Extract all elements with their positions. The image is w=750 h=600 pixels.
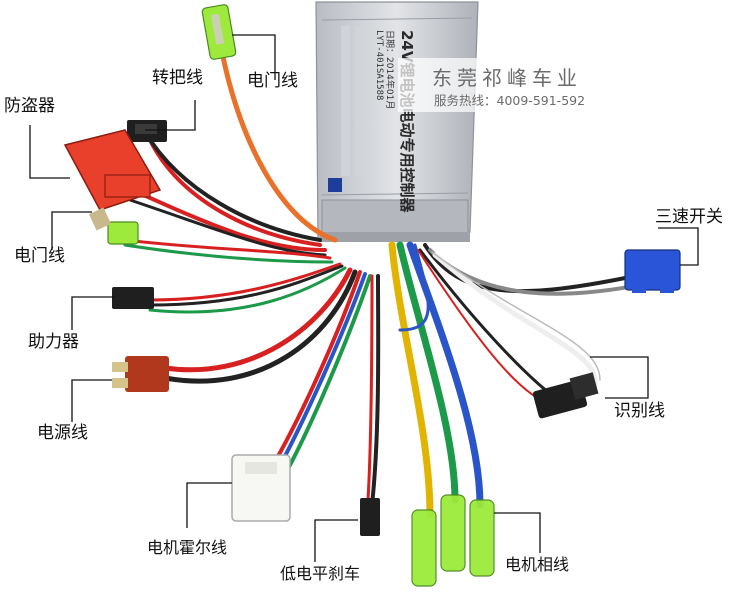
handlebar-connector bbox=[127, 120, 167, 142]
callout-phase-wire bbox=[494, 512, 541, 553]
watermark-company: 东莞祁峰车业 bbox=[432, 66, 582, 90]
callout-identify bbox=[590, 356, 649, 399]
callout-power-cable bbox=[71, 379, 112, 422]
throttle-connector-left bbox=[88, 207, 139, 245]
label-phase-wire: 电机相线 bbox=[505, 555, 570, 574]
label-power-assist: 助力器 bbox=[28, 332, 79, 352]
phase-connectors bbox=[411, 494, 495, 587]
power-connector bbox=[112, 356, 169, 392]
callout-power-assist bbox=[71, 296, 115, 330]
watermark-backdrop bbox=[398, 58, 620, 112]
callout-lines bbox=[29, 34, 699, 562]
nameplate-date: 日期：2014年01月 bbox=[384, 30, 396, 109]
nameplate-model: LYT-401SA1588 bbox=[374, 30, 384, 100]
label-identify: 识别线 bbox=[614, 401, 665, 421]
callout-hall-sensor bbox=[186, 482, 232, 528]
brake-connector bbox=[360, 498, 380, 536]
power-assist-connector bbox=[112, 287, 154, 309]
callout-anti-theft bbox=[29, 125, 70, 179]
anti-theft-connector bbox=[63, 129, 162, 211]
watermark-phone: 服务热线：4009-591-592 bbox=[434, 93, 586, 108]
hall-sensor-connector bbox=[231, 454, 291, 522]
throttle-connector-top bbox=[201, 4, 237, 60]
label-low-brake: 低电平刹车 bbox=[280, 564, 361, 583]
label-hall-sensor: 电机霍尔线 bbox=[147, 538, 228, 557]
label-three-speed: 三速开关 bbox=[655, 207, 723, 227]
controller-casing: 24V锂电池电动专用控制器 LYT-401SA1588 日期：2014年01月 bbox=[315, 1, 479, 242]
callout-three-speed bbox=[658, 227, 699, 266]
callout-throttle-left bbox=[51, 211, 92, 250]
three-speed-connector bbox=[624, 249, 681, 293]
callout-handlebar bbox=[145, 100, 196, 131]
label-throttle-left: 电门线 bbox=[14, 246, 65, 266]
callout-low-brake bbox=[314, 519, 358, 562]
label-throttle-top: 电门线 bbox=[247, 71, 298, 91]
label-anti-theft: 防盗器 bbox=[4, 96, 55, 116]
label-handlebar: 转把线 bbox=[152, 68, 203, 88]
identify-connector bbox=[532, 372, 599, 419]
label-power-cable: 电源线 bbox=[37, 423, 88, 443]
callout-throttle-top bbox=[232, 34, 276, 80]
